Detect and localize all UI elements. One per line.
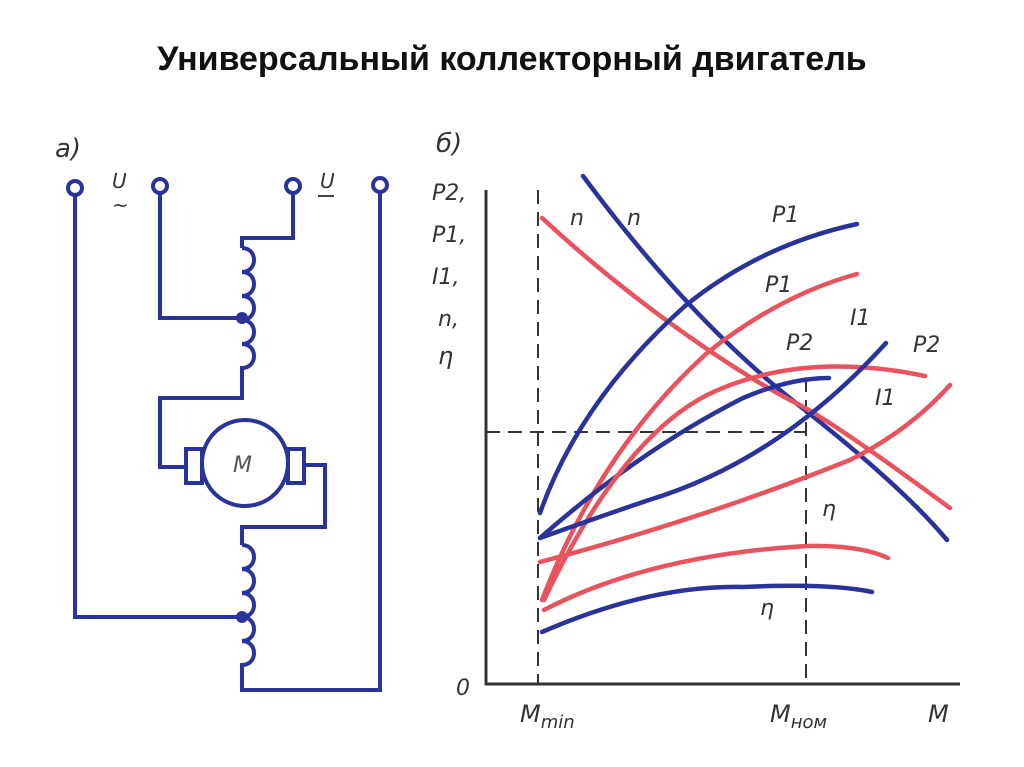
label-i1-ac: I1 xyxy=(875,386,896,411)
y-label-p2: P2, xyxy=(432,181,466,206)
circuit-panel-label: а) xyxy=(55,134,81,164)
origin-label: 0 xyxy=(456,676,470,701)
characteristics-graph: б) P2, P1, I1, n, η 0 Mmin Mном M n n xyxy=(432,129,960,733)
brush-right xyxy=(286,447,306,485)
curve-eta-ac xyxy=(541,543,891,613)
slide-title: Универсальный коллекторный двигатель xyxy=(157,40,867,78)
label-p2-ac: P2 xyxy=(913,333,940,358)
x-tick-m-nom: Mном xyxy=(770,700,827,733)
terminal-dc-1 xyxy=(284,177,302,195)
circuit-diagram: а) U ~ U M xyxy=(55,134,389,692)
curve-i1-dc xyxy=(537,340,889,541)
brush-left xyxy=(184,447,204,485)
curve-p1-dc xyxy=(537,221,860,516)
curve-p2-ac xyxy=(541,364,928,603)
junction-lower xyxy=(236,611,248,623)
x-axis-label: M xyxy=(928,700,949,728)
label-p1-dc: P1 xyxy=(772,203,799,228)
y-label-i1: I1, xyxy=(432,265,459,290)
field-winding-lower xyxy=(240,192,382,692)
junction-upper xyxy=(236,312,248,324)
terminal-ac-2 xyxy=(151,177,169,195)
terminal-ac-1 xyxy=(66,179,84,197)
label-n-dc: n xyxy=(627,206,641,231)
y-label-n: n, xyxy=(438,307,459,332)
curve-eta-dc xyxy=(539,583,875,635)
label-eta-ac: η xyxy=(822,497,836,522)
axes xyxy=(484,190,960,686)
field-winding-upper xyxy=(158,246,256,469)
curve-p1-ac xyxy=(539,271,860,603)
x-tick-m-min: Mmin xyxy=(520,700,575,733)
label-eta-dc: η xyxy=(760,596,774,621)
motor-label: M xyxy=(233,453,252,478)
y-label-p1: P1, xyxy=(432,223,466,248)
curve-i1-ac xyxy=(537,382,953,565)
label-p2-dc: P2 xyxy=(786,331,813,356)
graph-panel-label: б) xyxy=(436,129,462,159)
wire-ac-2 xyxy=(158,193,241,320)
ac-symbol: ~ xyxy=(112,193,129,217)
label-p1-ac: P1 xyxy=(765,273,792,298)
wire-ac-1 xyxy=(73,195,241,619)
y-label-eta: η xyxy=(438,342,453,370)
terminal-dc-2 xyxy=(371,176,389,194)
dc-voltage-label: U xyxy=(320,169,335,193)
label-i1-dc: I1 xyxy=(850,306,871,331)
curve-p2-dc xyxy=(537,375,832,541)
label-n-ac: n xyxy=(570,206,584,231)
wire-motor-right xyxy=(240,463,327,545)
wire-dc-1 xyxy=(240,193,295,248)
ac-voltage-label: U xyxy=(112,169,127,193)
